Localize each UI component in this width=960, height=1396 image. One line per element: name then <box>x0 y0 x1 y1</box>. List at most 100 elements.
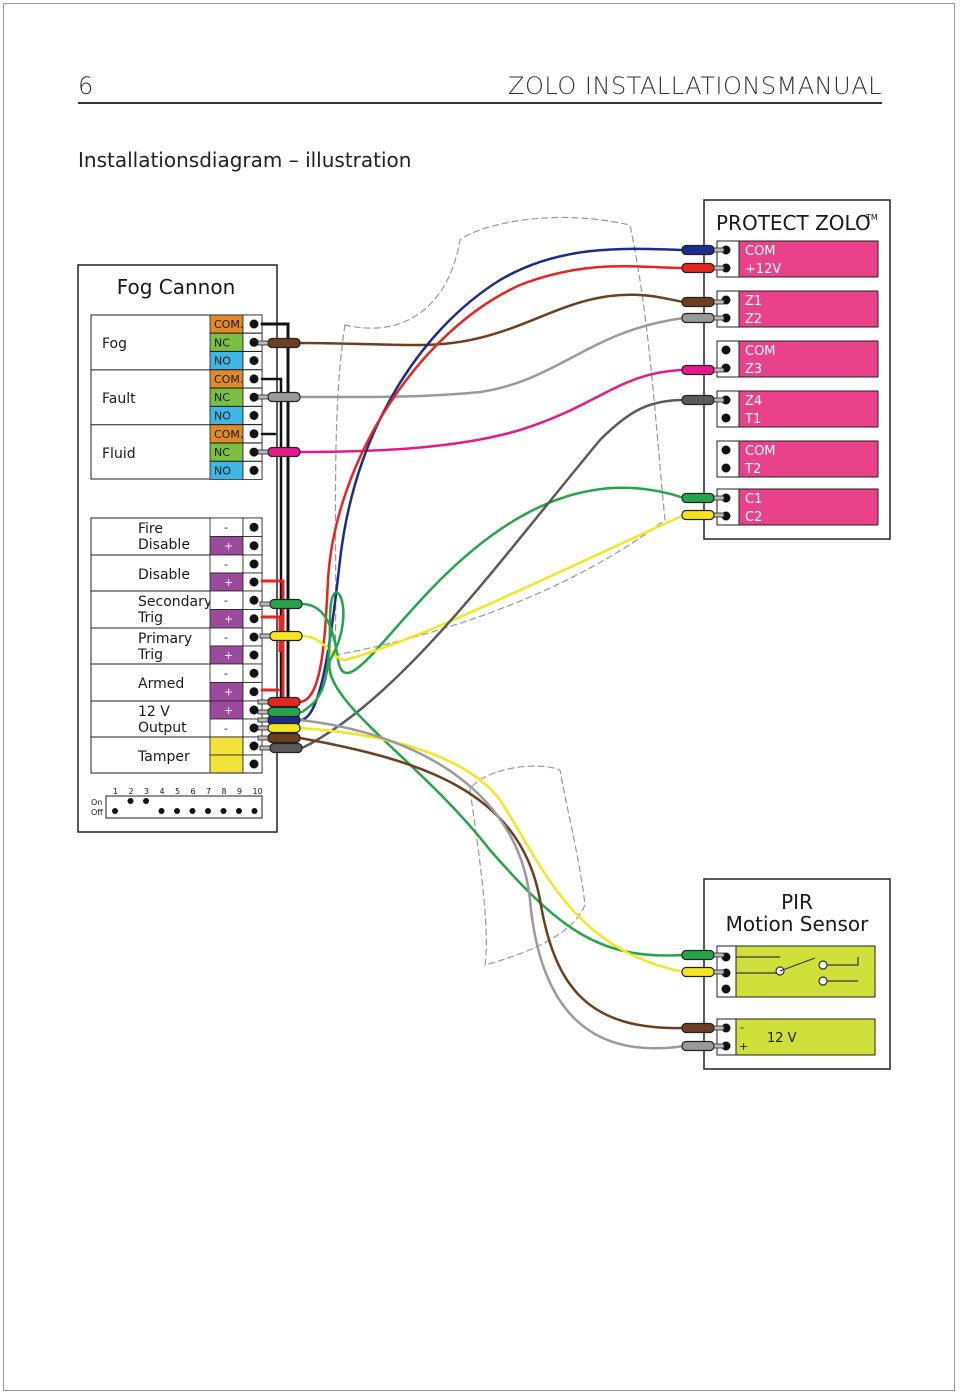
wire-brown-pir <box>298 736 686 1030</box>
dip-number: 10 <box>253 787 263 796</box>
zolo-screw <box>721 345 731 355</box>
input-terminal-sign: - <box>224 521 228 534</box>
relay-screw <box>249 447 259 457</box>
dip-switch <box>205 808 211 814</box>
relay-terminal-label: COM. <box>214 318 243 331</box>
input-terminal-sign: + <box>224 540 233 553</box>
dip-switch <box>189 808 196 814</box>
plug-blue-output-tip <box>257 717 269 723</box>
input-terminal-sign: + <box>224 613 233 626</box>
input-label: Disable <box>138 567 190 583</box>
plug-brown-fog-tip <box>257 340 269 346</box>
zolo-terminal-label: T1 <box>744 412 761 427</box>
relay-screw <box>249 319 259 329</box>
plug-green-secondary-tip <box>259 601 271 607</box>
relay-label-fog: Fog <box>102 336 127 352</box>
input-label-line2: Trig <box>137 610 163 626</box>
plug-yellow-pir <box>681 966 715 978</box>
plug-brown-armed <box>267 732 301 744</box>
input-label-line2: Trig <box>137 647 163 663</box>
pir-power-plus: + <box>739 1040 748 1053</box>
zolo-terminal-label: T2 <box>744 462 761 477</box>
zolo-label-group <box>716 390 879 428</box>
input-label: Armed <box>138 676 184 692</box>
pir-switch-leads <box>827 957 859 982</box>
zolo-terminal-label: C2 <box>745 510 762 525</box>
dip-switch <box>251 808 258 814</box>
input-screw <box>249 614 259 624</box>
dip-number: 4 <box>160 787 165 796</box>
protect-zolo-trademark: TM <box>865 213 878 222</box>
plug-gray-z2-tip <box>713 315 725 321</box>
dip-switch <box>143 798 149 804</box>
zolo-label-group <box>716 488 879 526</box>
dip-number: 2 <box>129 787 134 796</box>
plug-darkgray-z4 <box>681 394 715 406</box>
pir-switch-contact <box>818 976 828 986</box>
zolo-screw <box>721 445 731 455</box>
plug-red-12v <box>681 262 715 274</box>
plug-blue-com-tip <box>713 247 725 253</box>
relay-terminal-label: NO <box>214 355 231 368</box>
pir-title-line1: PIR <box>781 890 813 914</box>
dip-number: 1 <box>113 787 118 796</box>
pir-switch-contact <box>818 960 828 970</box>
input-terminal-sign: - <box>224 722 228 735</box>
relay-terminal-label: NC <box>214 446 230 459</box>
plug-brown-z1-tip <box>713 299 725 305</box>
cable-bundle-bottom <box>469 765 586 966</box>
dip-number: 7 <box>206 787 211 796</box>
wire-red-power <box>298 264 686 704</box>
plug-yellow-c2 <box>681 509 715 521</box>
plug-gray-pir-tip <box>713 1043 725 1049</box>
header-rule <box>78 102 882 104</box>
relay-screw <box>249 411 259 420</box>
input-terminal-sign: + <box>224 649 233 662</box>
relay-terminal-label: NO <box>214 464 231 477</box>
plug-darkgray-z4-tip <box>713 397 725 403</box>
zolo-terminal-label: Z1 <box>745 294 762 309</box>
input-label-line1: Fire <box>138 521 163 537</box>
pir-power-label: 12 V <box>767 1031 797 1046</box>
zolo-terminal-label: C1 <box>745 492 762 507</box>
plug-gray-z2 <box>681 312 715 324</box>
page-border <box>3 3 955 1391</box>
input-terminal-sign: + <box>224 576 233 589</box>
plug-brown-armed-tip <box>257 735 269 741</box>
input-screw <box>249 650 259 660</box>
wire-yellow-primary <box>300 513 686 662</box>
input-screw <box>249 595 259 605</box>
zolo-terminal-label: COM <box>745 244 776 259</box>
input-label-line2: Output <box>138 720 187 736</box>
input-screw <box>249 668 259 678</box>
relay-label-fluid: Fluid <box>102 446 136 462</box>
input-screw <box>249 723 259 733</box>
input-screw <box>249 759 259 769</box>
input-screw <box>249 577 259 587</box>
relay-terminal-label: NO <box>214 410 231 423</box>
input-label-line1: Primary <box>138 631 192 647</box>
dip-switch <box>174 808 180 814</box>
zolo-label-group <box>716 340 879 378</box>
pir-power-panel <box>716 1018 876 1056</box>
page-number: 6 <box>78 72 94 100</box>
input-terminal <box>209 754 244 774</box>
wire-gray-fault <box>298 316 686 399</box>
zolo-terminal-label: COM <box>745 344 776 359</box>
plug-green-secondary <box>269 598 303 610</box>
relay-screw <box>249 337 259 347</box>
plug-green-c1-tip <box>713 495 725 501</box>
plug-magenta-z3-tip <box>713 367 725 373</box>
input-terminal-sign: - <box>224 594 228 607</box>
wire-blue-power <box>298 247 686 722</box>
dip-on-label: On <box>91 798 102 807</box>
input-label-line1: Secondary <box>138 594 212 610</box>
plug-green-armed-tip <box>257 709 269 715</box>
dip-number: 8 <box>222 787 227 796</box>
plug-magenta-fluid <box>267 446 301 458</box>
input-screw <box>249 705 259 715</box>
input-terminal-sign: - <box>224 631 228 644</box>
pir-title-line2: Motion Sensor <box>726 912 869 936</box>
pir-power-minus: - <box>740 1021 744 1034</box>
